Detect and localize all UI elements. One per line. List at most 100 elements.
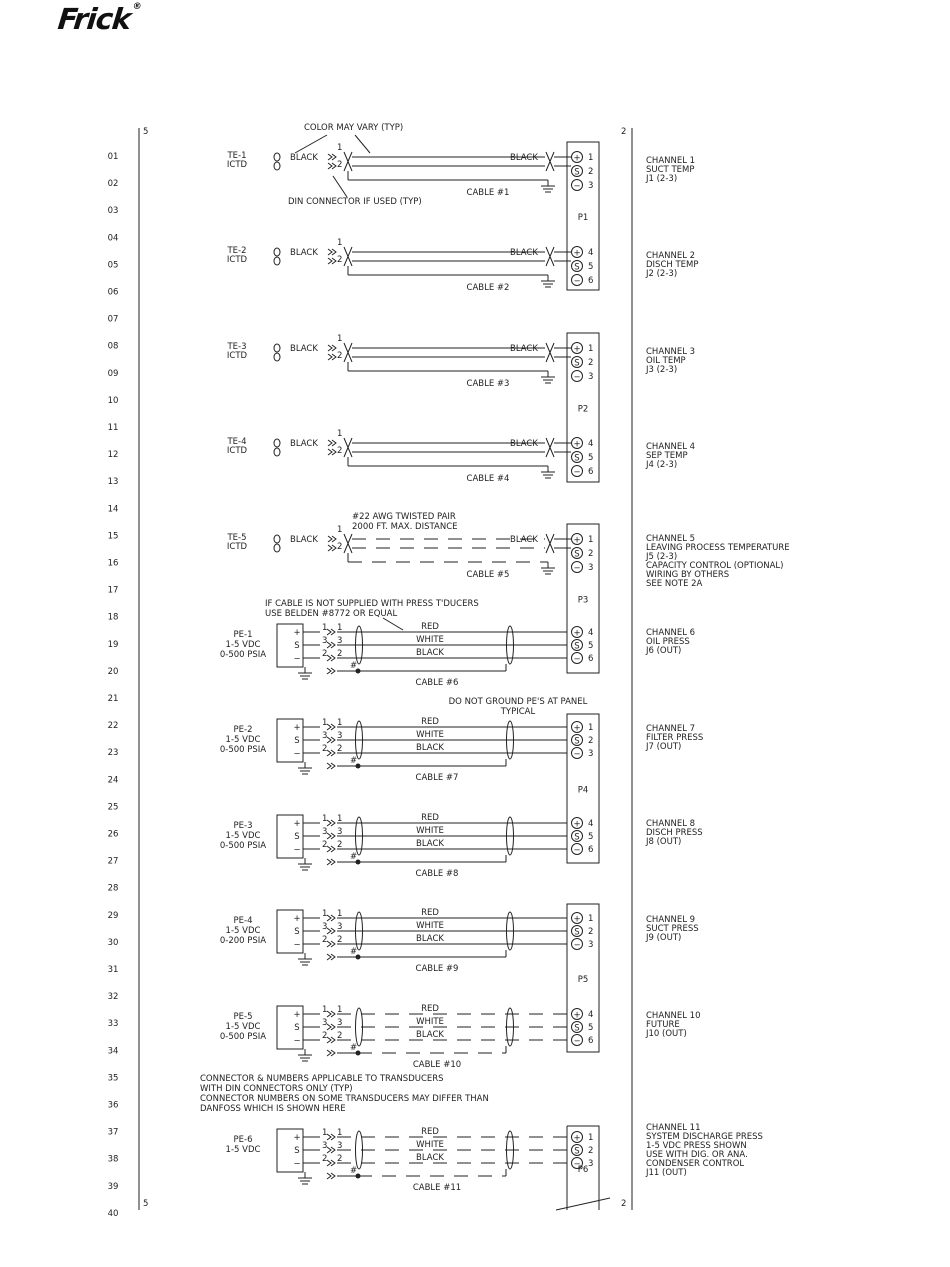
sensor-range: 0-500 PSIA	[220, 745, 266, 755]
sensor-coil-top	[273, 152, 281, 162]
terminal-number: 3	[588, 940, 593, 950]
terminal-symbol: +	[573, 249, 580, 259]
terminal-symbol: S	[574, 1024, 579, 1034]
sensor-tag: PE-5	[234, 1012, 253, 1022]
connector-arrow	[326, 1036, 336, 1044]
cable-label: CABLE #2	[467, 283, 510, 293]
channel-line: CHANNEL 5	[646, 534, 695, 544]
sensor-tag: PE-6	[234, 1135, 253, 1145]
row-number: 20	[108, 667, 119, 677]
row-number-column: 0102030405060708091011121314151617181920…	[108, 152, 119, 1219]
sensor-tag: TE-2	[226, 246, 246, 256]
left-border-label-bottom: 5	[143, 1199, 148, 1209]
sensor-tag: PE-1	[234, 630, 253, 640]
pin-label-plus: +	[293, 1133, 300, 1143]
connector-arrow	[326, 641, 336, 649]
terminal-panel-box	[566, 141, 600, 291]
channel-line: CHANNEL 9	[646, 915, 695, 925]
terminal-number: 2	[588, 1146, 593, 1156]
channel-line: CHANNEL 2	[646, 251, 695, 261]
pin-number: 1	[322, 1128, 327, 1138]
connector-arrow	[326, 667, 336, 675]
terminal-symbol: S	[574, 168, 579, 178]
row-number: 37	[108, 1128, 119, 1138]
terminal-number: 4	[588, 819, 593, 829]
pin-number: 1	[337, 334, 342, 344]
channel-line: J9 (OUT)	[645, 933, 681, 943]
connector-arrow	[326, 736, 336, 744]
row-number: 01	[108, 152, 119, 162]
shield-marker: #	[350, 1043, 357, 1053]
row-number: 14	[108, 504, 119, 514]
connector-arrow	[327, 535, 337, 543]
terminal-circle	[571, 1131, 583, 1143]
shield-marker: #	[350, 947, 357, 957]
terminal-number: 1	[588, 153, 593, 163]
sensor-range: 0-500 PSIA	[220, 841, 266, 851]
pin-number: 2	[322, 649, 327, 659]
sensor-tag: PE-3	[234, 821, 253, 831]
terminal-circle	[571, 370, 583, 382]
terminal-symbol: +	[573, 440, 580, 450]
channel-line: USE WITH DIG. OR ANA.	[646, 1150, 748, 1160]
row-number: 33	[108, 1019, 119, 1029]
terminal-circle	[571, 356, 583, 368]
terminal-panel-box	[566, 903, 600, 1053]
row-number: 09	[108, 369, 119, 379]
channel-line: J4 (2-3)	[645, 460, 677, 470]
terminal-symbol: +	[573, 1011, 580, 1021]
terminal-symbol: S	[574, 263, 579, 273]
row-number: 08	[108, 342, 119, 352]
pin-number: 1	[322, 909, 327, 919]
row-number: 30	[108, 938, 119, 948]
pin-number: 1	[337, 429, 342, 439]
pin-label-signal: S	[294, 641, 299, 651]
terminal-symbol: S	[574, 642, 579, 652]
sensor-type: ICTD	[227, 542, 248, 552]
terminal-symbol: +	[573, 1134, 580, 1144]
sensor-type: ICTD	[227, 351, 248, 361]
wire-color-label: BLACK	[290, 535, 318, 545]
connector-arrow	[327, 439, 337, 447]
channel-line: CHANNEL 8	[646, 819, 695, 829]
row-number: 16	[108, 559, 119, 569]
sensor-coil-top	[273, 534, 281, 544]
terminal-number: 1	[588, 723, 593, 733]
row-number: 27	[108, 857, 119, 867]
sensor-tag: TE-3	[226, 342, 246, 352]
row-number: 12	[108, 450, 119, 460]
channel-line: DISCH PRESS	[646, 828, 703, 838]
note-din-connector: DIN CONNECTOR IF USED (TYP)	[288, 197, 422, 207]
sensor-range: 0-500 PSIA	[220, 650, 266, 660]
row-number: 31	[108, 965, 119, 975]
twisted-pair-marker	[343, 246, 353, 267]
terminal-circle	[571, 246, 583, 258]
terminal-circle	[571, 151, 583, 163]
row-number: 17	[108, 586, 119, 596]
channel-line: SYSTEM DISCHARGE PRESS	[646, 1132, 763, 1142]
terminal-symbol: +	[573, 820, 580, 830]
channel-line: J6 (OUT)	[645, 646, 681, 656]
terminal-number: 2	[588, 549, 593, 559]
left-border-label-top: 5	[143, 127, 148, 137]
sensor-voltage: 1-5 VDC	[226, 926, 261, 936]
pin-number: 3	[337, 827, 342, 837]
sensor-coil-bottom	[273, 161, 281, 171]
panel-label: P3	[578, 596, 589, 606]
twisted-pair-marker	[343, 151, 353, 172]
pin-label-signal: S	[294, 1023, 299, 1033]
channel-line: CHANNEL 1	[646, 156, 695, 166]
terminal-number: 6	[588, 845, 593, 855]
sensor-voltage: 1-5 VDC	[226, 640, 261, 650]
channel-line: SEE NOTE 2A	[646, 579, 703, 589]
pin-number: 2	[337, 744, 342, 754]
connector-arrow	[326, 1049, 336, 1057]
wire-color-label: BLACK	[416, 934, 444, 944]
pin-label-plus: +	[293, 819, 300, 829]
